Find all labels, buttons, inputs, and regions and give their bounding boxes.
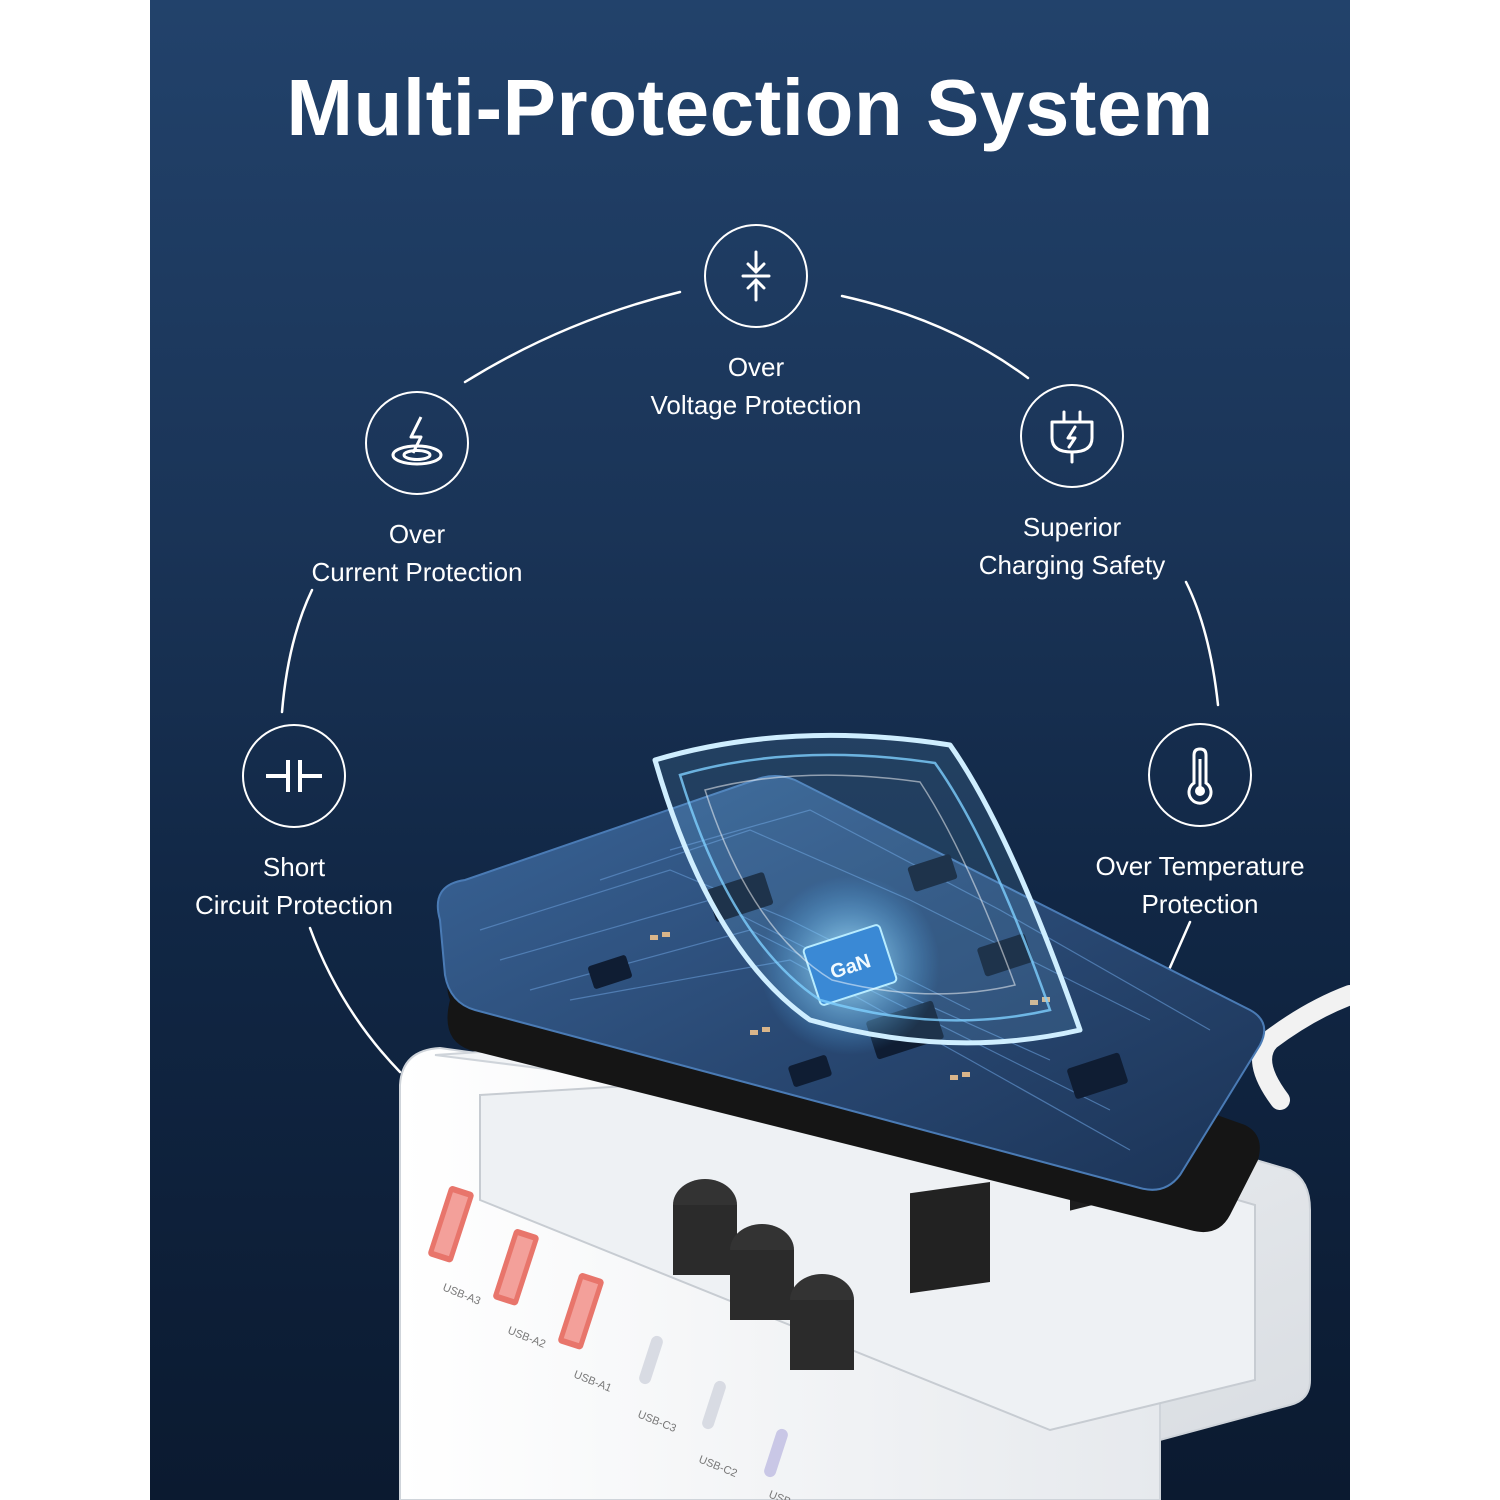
gan-chip xyxy=(802,924,898,1006)
charger-illustration: USB-A3 USB-A2 USB-A1 USB-C3 USB-C2 USB-C… xyxy=(399,732,1350,1500)
usb-c3-port xyxy=(639,1335,663,1385)
arrows-converge-icon xyxy=(704,224,808,328)
usb-c2-port xyxy=(702,1380,726,1430)
connector-ring xyxy=(280,290,1220,1074)
port-label: USB-C1 xyxy=(767,1489,809,1500)
capacitor-icon xyxy=(242,724,346,828)
shield-graphic xyxy=(652,732,1083,1046)
usb-a3-port xyxy=(428,1186,474,1263)
usb-a2-port xyxy=(493,1229,539,1306)
plug-lightning-icon xyxy=(1020,384,1124,488)
thermometer-icon xyxy=(1148,723,1252,827)
usb-c1-port xyxy=(764,1428,788,1478)
usb-a1-port xyxy=(558,1273,604,1350)
lightning-surge-icon xyxy=(365,391,469,495)
power-cable xyxy=(1252,985,1350,1110)
page-title: Multi-Protection System xyxy=(286,63,1214,152)
circuit-board: GaN xyxy=(436,775,1266,1191)
